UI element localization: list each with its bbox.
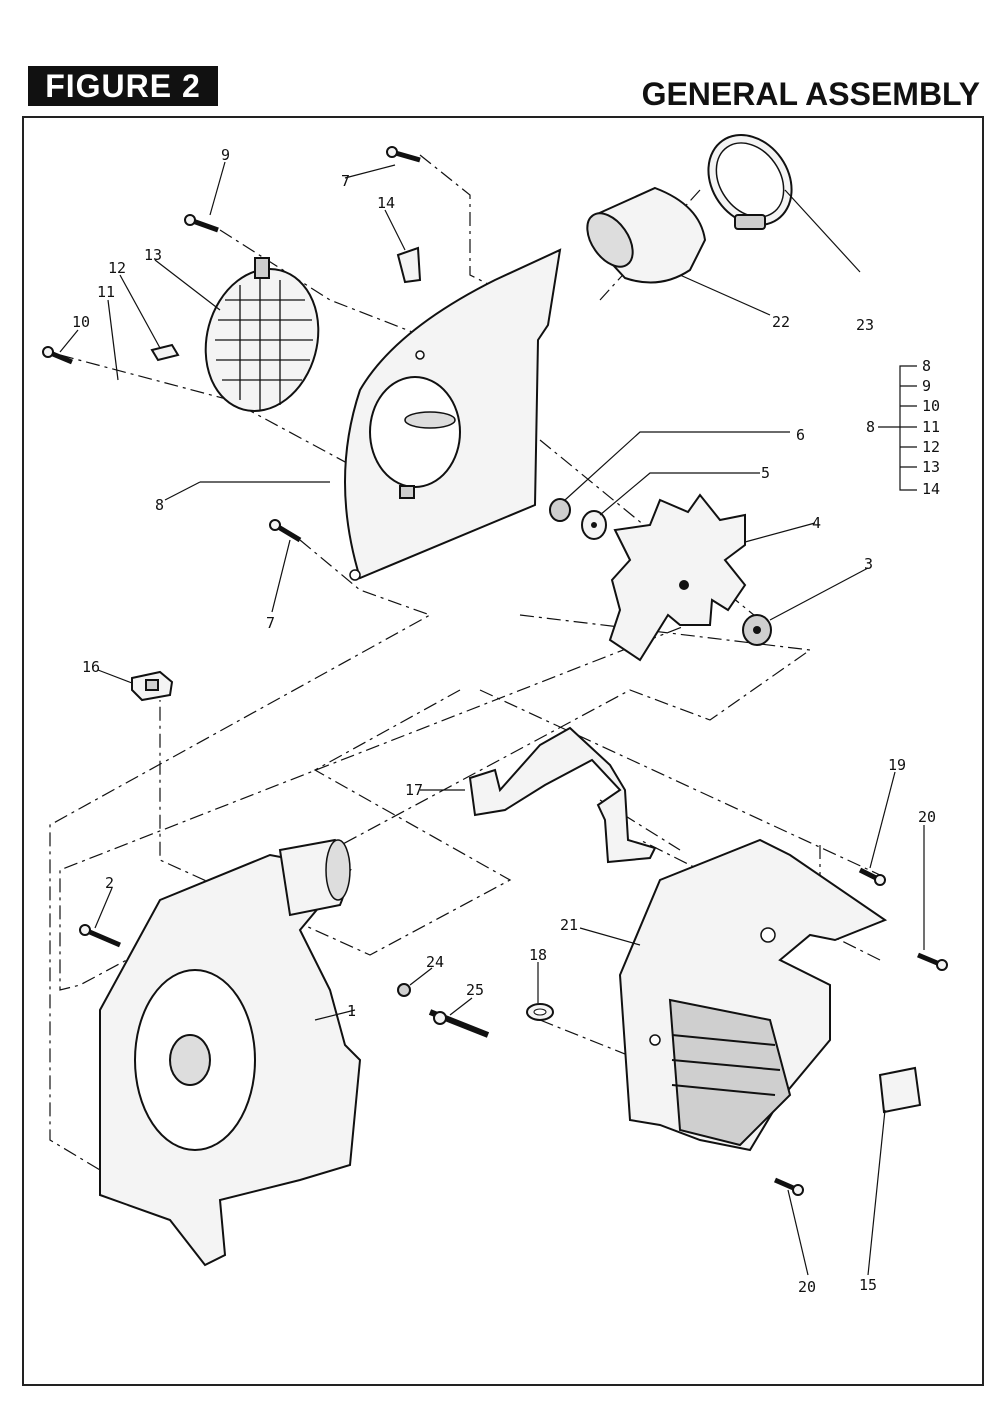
callout-16: 16 [82,658,100,676]
callout-19: 19 [888,756,906,774]
intake-screen-part-13 [204,257,320,412]
screw-part-10 [42,346,73,365]
screw-part-2 [79,924,121,948]
kit-bracket-item: 12 [922,438,940,456]
handle-part-17 [468,726,657,864]
screw-part-9 [184,214,219,233]
callout-8: 8 [155,496,164,514]
callout-18: 18 [529,946,547,964]
callout-13: 13 [144,246,162,264]
main-housing-part-1 [99,838,362,1267]
callout-15: 15 [859,1276,877,1294]
screw-part-20-right [917,952,948,971]
callout-9: 9 [221,146,230,164]
impeller-part-4 [608,493,747,662]
callout-labels: 9 7 14 13 12 11 10 8 7 23 22 6 5 4 3 16 … [72,146,936,1296]
washer-part-5 [581,510,607,540]
callout-21: 21 [560,916,578,934]
kit-bracket-item: 11 [922,418,940,436]
callout-22: 22 [772,313,790,331]
callout-10: 10 [72,313,90,331]
bolt-part-25 [428,1009,490,1038]
page-title: GENERAL ASSEMBLY [641,76,980,112]
kit-bracket: 8 8 9 10 11 12 13 14 [866,357,940,498]
clip-part-12 [150,343,180,362]
callout-25: 25 [466,981,484,999]
callout-5: 5 [761,464,770,482]
callout-7-bottom: 7 [266,614,275,632]
engine-cover-part-21 [618,838,888,1152]
discharge-nozzle-part-22 [586,186,707,284]
kit-bracket-item: 8 [922,357,931,375]
callout-17: 17 [405,781,423,799]
kit-bracket-item: 13 [922,458,940,476]
spacer-part-6 [549,498,571,522]
grommet-part-18 [526,1003,554,1021]
callout-7-top: 7 [341,172,350,190]
screw-part-19 [858,867,886,886]
nut-part-24 [397,983,411,997]
callout-6: 6 [796,426,805,444]
callout-1: 1 [347,1002,356,1020]
callout-24: 24 [426,953,444,971]
screw-part-7-bottom [269,519,302,543]
callout-20-right: 20 [918,808,936,826]
callout-23: 23 [856,316,874,334]
callout-4: 4 [812,514,821,532]
kit-bracket-parent: 8 [866,418,875,436]
callout-14: 14 [377,194,395,212]
kit-bracket-item: 10 [922,397,940,415]
figure-label: FIGURE 2 [28,66,218,106]
seal-part-14 [396,246,422,284]
fan-housing-part-8 [344,248,562,581]
diagram-frame [22,116,984,1386]
kit-bracket-item: 14 [922,480,940,498]
screw-part-20-bottom [774,1177,804,1196]
screw-part-7-top [386,146,421,163]
label-part-15 [878,1066,922,1114]
switch-part-16 [131,670,174,702]
callout-3: 3 [864,555,873,573]
kit-bracket-item: 9 [922,377,931,395]
hose-clamp-part-23 [707,134,793,230]
callout-20-bottom: 20 [798,1278,816,1296]
leader-lines [59,161,925,1276]
callout-2: 2 [105,874,114,892]
callout-12: 12 [108,259,126,277]
nut-part-3 [742,614,772,646]
callout-11: 11 [97,283,115,301]
